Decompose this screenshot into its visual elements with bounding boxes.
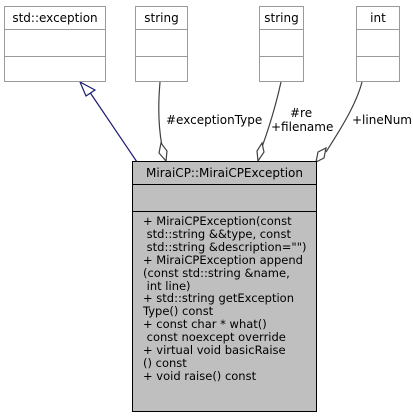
composition-edge-linenum — [325, 81, 363, 153]
method-line: + void raise() const — [143, 368, 257, 383]
method-line: + const char * what() — [143, 317, 267, 332]
attributes-section — [5, 30, 105, 57]
method-line: + virtual void basicRaise — [143, 343, 286, 358]
methods-section — [136, 57, 187, 83]
method-line: Type() const — [143, 304, 214, 319]
inheritance-arrowhead-icon — [78, 80, 97, 97]
composition-edge-re-filename — [261, 81, 282, 148]
method-line: + MiraiCPException append — [143, 252, 303, 267]
class-name: MiraiCP::MiraiCPException — [133, 162, 316, 185]
class-name: int — [357, 7, 399, 30]
attributes-section — [260, 30, 303, 57]
class-name: string — [260, 7, 303, 30]
method-line: + MiraiCPException(const — [143, 214, 292, 228]
methods-section: + MiraiCPException(const std::string &&t… — [133, 212, 316, 386]
method-line: int line) — [143, 278, 191, 293]
method-line: (const std::string &name, — [143, 265, 290, 280]
attributes-section — [133, 185, 316, 212]
class-name: std::exception — [5, 7, 105, 30]
class-box-int[interactable]: int — [356, 6, 400, 82]
method-line: + std::string getException — [143, 291, 294, 306]
method-line: const noexcept override — [143, 330, 286, 345]
attributes-section — [357, 30, 399, 57]
methods-section — [5, 57, 105, 83]
method-line: std::string &&type, const — [143, 226, 291, 241]
composition-edge-exceptiontype — [158, 81, 163, 147]
class-box-std-exception[interactable]: std::exception — [4, 6, 106, 82]
methods-section — [260, 57, 303, 83]
methods-section — [357, 57, 399, 83]
edge-label-exceptiontype: #exceptionType — [166, 113, 263, 127]
method-line: std::string &description="") — [143, 239, 307, 254]
edge-label-linenum: +lineNum — [352, 113, 412, 127]
class-name: string — [136, 7, 187, 30]
inheritance-edge — [86, 87, 138, 163]
class-box-string[interactable]: string — [259, 6, 304, 82]
edge-label-re: #re — [290, 106, 313, 120]
composition-diamond-icon — [315, 146, 327, 164]
class-box-string[interactable]: string — [135, 6, 188, 82]
composition-diamond-icon — [256, 141, 265, 163]
class-box-miraicp-exception[interactable]: MiraiCP::MiraiCPException + MiraiCPExcep… — [132, 161, 317, 412]
edge-label-filename: +filename — [271, 120, 334, 134]
method-line: () const — [143, 355, 187, 370]
attributes-section — [136, 30, 187, 57]
composition-diamond-icon — [158, 141, 168, 163]
